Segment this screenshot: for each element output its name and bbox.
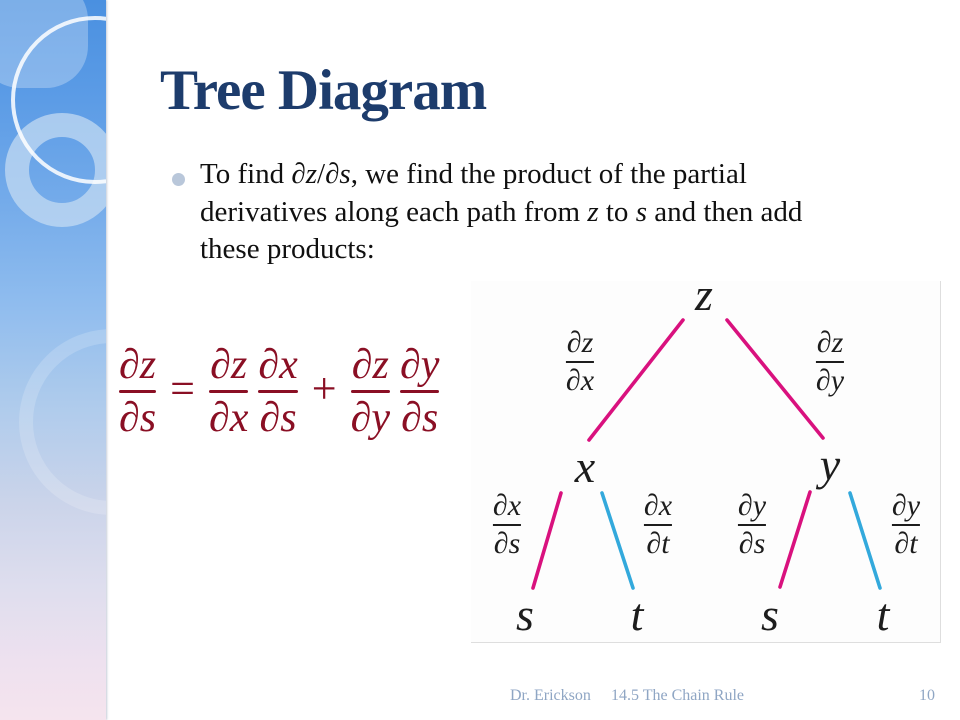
fraction-bar <box>119 389 157 393</box>
tree-node-y: y <box>819 439 841 490</box>
tree-node-t-right: t <box>876 589 890 640</box>
sidebar-decoration <box>0 0 106 720</box>
decorative-circles <box>0 0 106 515</box>
fraction-denominator: ∂y <box>350 394 390 441</box>
fraction-denominator: ∂t <box>646 527 670 560</box>
fraction-bar <box>815 361 845 363</box>
tree-node-z: z <box>695 269 713 320</box>
fraction-numerator: ∂z <box>351 341 389 388</box>
edge-z-x <box>587 318 685 442</box>
chain-rule-formula: ∂z ∂s = ∂z ∂x ∂x ∂s + ∂z ∂y ∂y ∂s <box>114 338 444 444</box>
fraction-numerator: ∂z <box>566 326 594 359</box>
fraction-numerator: ∂y <box>399 341 440 388</box>
formula-fraction-dy-ds: ∂y ∂s <box>395 344 444 439</box>
tree-edges <box>531 318 882 590</box>
slide-title: Tree Diagram <box>160 59 487 122</box>
fraction-denominator: ∂s <box>738 527 766 560</box>
fraction-denominator: ∂y <box>815 364 845 397</box>
tree-diagram: z x y s t s t ∂z ∂x ∂z ∂y ∂x ∂s ∂x ∂t ∂y <box>471 272 941 643</box>
fraction-denominator: ∂x <box>565 364 595 397</box>
fraction-bar <box>350 389 390 393</box>
edge-label-dx-dt: ∂x ∂t <box>643 489 673 560</box>
formula-fraction-dz-dy: ∂z ∂y <box>346 344 395 439</box>
edge-label-dy-dt: ∂y ∂t <box>891 489 921 560</box>
formula-lhs-fraction: ∂z ∂s <box>114 344 161 439</box>
fraction-denominator: ∂s <box>259 394 297 441</box>
fraction-bar <box>891 524 921 526</box>
tree-node-t-left: t <box>630 589 644 640</box>
edge-label-dx-ds: ∂x ∂s <box>492 489 522 560</box>
fraction-numerator: ∂z <box>210 341 248 388</box>
fraction-numerator: ∂y <box>737 489 767 522</box>
fraction-denominator: ∂t <box>894 527 918 560</box>
footer-author: Dr. Erickson <box>510 687 591 704</box>
fraction-denominator: ∂s <box>493 527 521 560</box>
fraction-bar <box>492 524 522 526</box>
fraction-bar <box>258 389 298 393</box>
edge-label-dz-dx: ∂z ∂x <box>565 326 595 397</box>
edge-y-t <box>848 491 882 590</box>
fraction-bar <box>737 524 767 526</box>
bullet-icon <box>172 173 185 186</box>
footer-section: 14.5 The Chain Rule <box>611 687 745 704</box>
fraction-denominator: ∂x <box>208 394 249 441</box>
tree-node-s-left: s <box>516 589 534 640</box>
fraction-numerator: ∂x <box>258 341 298 388</box>
page-number: 10 <box>919 687 935 704</box>
edge-x-s <box>531 491 563 590</box>
plus-sign: + <box>311 364 337 413</box>
bullet-text: To find ∂z/∂s, we find the product of th… <box>200 158 803 265</box>
fraction-bar <box>643 524 673 526</box>
fraction-bar <box>399 389 440 393</box>
fraction-numerator: ∂y <box>891 489 921 522</box>
tree-node-s-right: s <box>761 589 779 640</box>
edge-label-dy-ds: ∂y ∂s <box>737 489 767 560</box>
tree-node-x: x <box>574 441 596 492</box>
formula-fraction-dx-ds: ∂x ∂s <box>253 344 302 439</box>
fraction-numerator: ∂z <box>816 326 844 359</box>
fraction-bar <box>565 361 595 363</box>
edge-z-y <box>725 318 825 440</box>
formula-fraction-dz-dx: ∂z ∂x <box>204 344 253 439</box>
equals-sign: = <box>170 364 195 413</box>
fraction-denominator: ∂s <box>401 394 439 441</box>
fraction-numerator: ∂z <box>119 341 157 388</box>
fraction-numerator: ∂x <box>643 489 673 522</box>
edge-y-s <box>778 490 812 589</box>
fraction-numerator: ∂x <box>492 489 522 522</box>
edge-x-t <box>600 491 635 590</box>
fraction-denominator: ∂s <box>119 394 157 441</box>
edge-label-dz-dy: ∂z ∂y <box>815 326 845 397</box>
fraction-bar <box>208 389 249 393</box>
